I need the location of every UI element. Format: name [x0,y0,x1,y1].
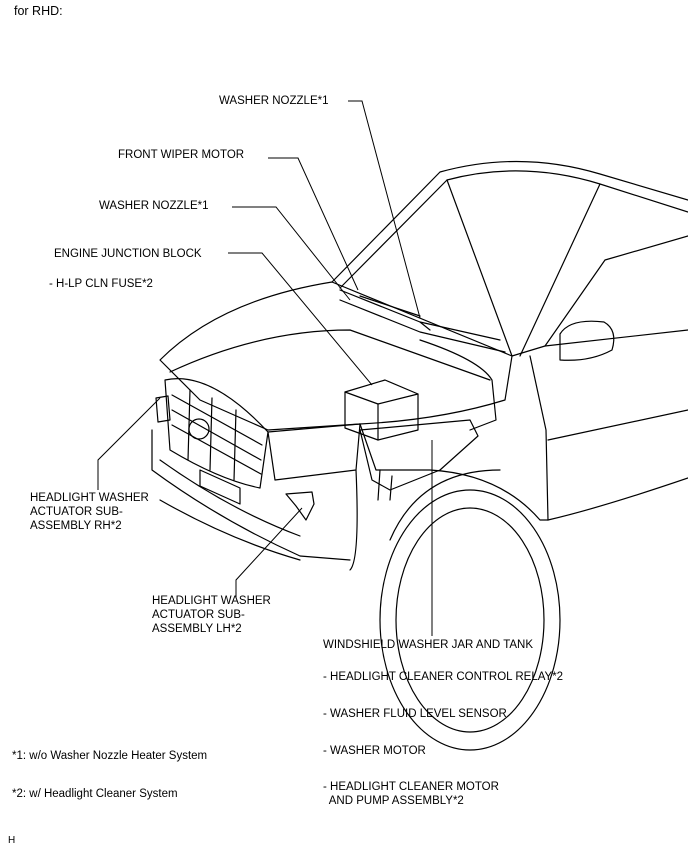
leader-washer-nozzle-2 [232,206,351,301]
grille [164,378,269,489]
label-headlight-washer-lh: HEADLIGHT WASHER ACTUATOR SUB- ASSEMBLY … [152,595,271,635]
leader-headlight-lh [235,507,303,598]
leader-engine-junction [228,252,373,386]
label-headlight-cleaner-relay: - HEADLIGHT CLEANER CONTROL RELAY*2 [323,671,564,683]
label-headlight-cleaner-motor: - HEADLIGHT CLEANER MOTOR AND PUMP ASSEM… [323,781,499,807]
footnote-2: *2: w/ Headlight Cleaner System [12,788,178,800]
label-hlp-cln-fuse: - H-LP CLN FUSE*2 [49,278,153,290]
label-washer-nozzle-2: WASHER NOZZLE*1 [99,200,209,212]
label-washer-motor: - WASHER MOTOR [323,745,426,757]
label-front-wiper-motor: FRONT WIPER MOTOR [118,149,245,161]
leader-front-wiper-motor [268,157,359,291]
page-heading: for RHD: [14,4,63,18]
footnote-1: *1: w/o Washer Nozzle Heater System [12,750,208,762]
front-wheel [379,489,561,751]
washer-jar [359,419,479,491]
corner-code: H [8,835,16,846]
label-headlight-washer-rh: HEADLIGHT WASHER ACTUATOR SUB- ASSEMBLY … [30,492,149,532]
windshield-outline [331,160,688,283]
headlight-washer-lh-part [285,491,315,521]
label-engine-junction-block: ENGINE JUNCTION BLOCK [54,248,202,260]
headlight-washer-rh-part [155,395,171,423]
engine-junction-block [344,379,419,441]
hood-outline [159,281,513,431]
label-windshield-washer-jar: WINDSHIELD WASHER JAR AND TANK [323,639,534,651]
label-washer-fluid-sensor: - WASHER FLUID LEVEL SENSOR [323,708,507,720]
side-mirror [559,320,615,361]
label-washer-nozzle-top: WASHER NOZZLE*1 [219,95,329,107]
leader-headlight-rh [97,397,161,490]
front-fender [359,423,549,521]
leader-washer-nozzle-top [348,100,421,319]
bumper [151,429,351,561]
